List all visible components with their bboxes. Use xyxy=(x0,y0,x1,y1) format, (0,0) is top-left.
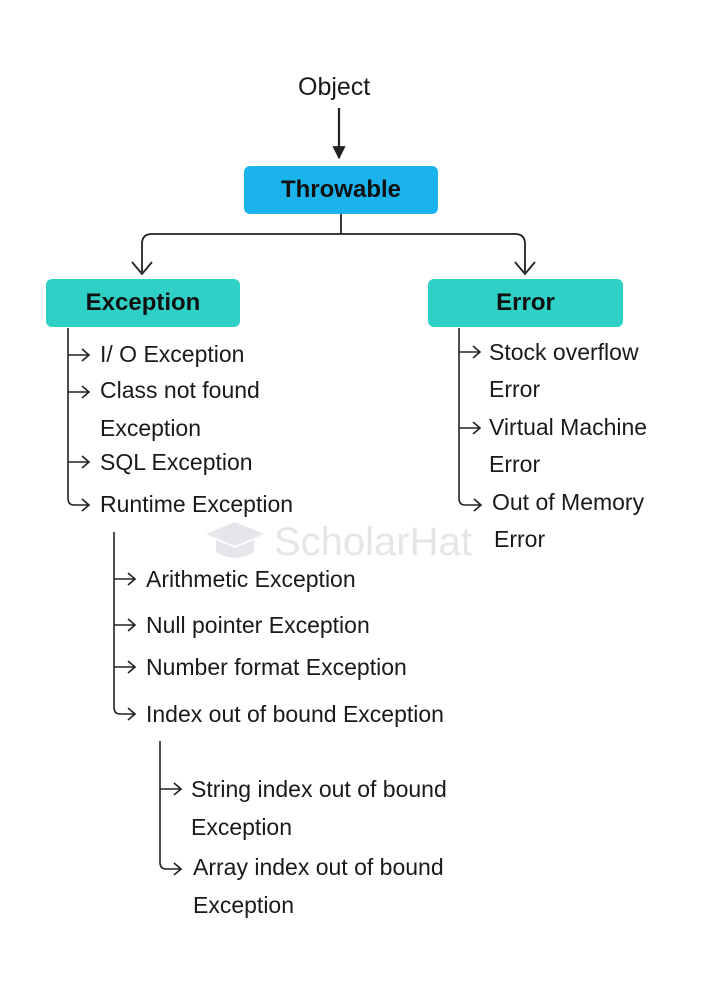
exception-item: Class not found xyxy=(100,377,260,403)
exception-branch-arrowheads xyxy=(81,348,91,512)
index-child-item-continuation: Exception xyxy=(191,814,293,840)
exception-label: Exception xyxy=(85,289,201,316)
runtime-child-item: Arithmetic Exception xyxy=(146,566,356,592)
error-label: Error xyxy=(496,289,555,316)
throwable-label: Throwable xyxy=(280,176,401,203)
error-spine xyxy=(458,328,480,506)
runtime-child-item: Number format Exception xyxy=(146,654,407,680)
exception-spine xyxy=(67,328,88,506)
throwable-to-exception-connector xyxy=(141,233,153,272)
exception-arrowhead xyxy=(131,261,153,276)
exception-item: SQL Exception xyxy=(100,449,253,475)
error-item-continuation: Error xyxy=(489,376,541,402)
error-item-continuation: Error xyxy=(494,526,546,552)
index-child-item: Array index out of bound xyxy=(193,854,444,880)
exception-item-continuation: Exception xyxy=(100,415,202,441)
error-item: Out of Memory xyxy=(492,489,645,515)
throwable-node: Throwable xyxy=(244,166,438,214)
exception-node: Exception xyxy=(46,279,240,327)
error-item: Stock overflow xyxy=(489,339,639,365)
runtime-child-item: Null pointer Exception xyxy=(146,612,370,638)
exception-item: I/ O Exception xyxy=(100,341,245,367)
runtime-child-item: Index out of bound Exception xyxy=(146,701,444,727)
object-label: Object xyxy=(298,73,371,101)
error-item: Virtual Machine xyxy=(489,414,648,440)
error-item-continuation: Error xyxy=(489,451,541,477)
error-node: Error xyxy=(428,279,623,327)
throwable-to-error-connector xyxy=(152,214,526,272)
error-arrowhead xyxy=(514,261,536,276)
index-child-item: String index out of bound xyxy=(191,776,447,802)
runtime-branch-arrowheads xyxy=(127,572,137,721)
runtime-spine xyxy=(113,532,134,715)
index-branch-arrowheads xyxy=(173,782,183,876)
exception-item: Runtime Exception xyxy=(100,491,294,517)
index-spine xyxy=(159,741,180,870)
error-branch-arrowheads xyxy=(472,345,483,512)
index-child-item-continuation: Exception xyxy=(193,892,295,918)
